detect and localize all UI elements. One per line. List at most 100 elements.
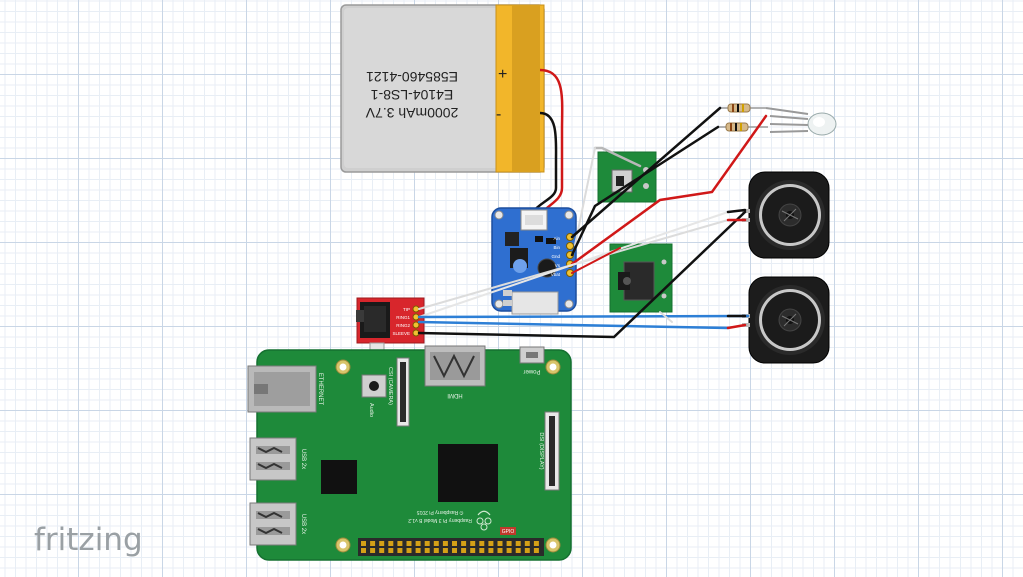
copyright-label: © Raspberry Pi 2015 (417, 509, 464, 516)
black-wire-sleeve (417, 210, 747, 339)
white-wire-switch-top (593, 146, 642, 168)
rgb-led (765, 107, 837, 136)
jack-pin-label: RING2 (396, 323, 410, 328)
jack-pin-label: SLEEVE (392, 331, 410, 336)
white-wire-ring1 (418, 211, 729, 318)
fritzing-watermark: fritzing (34, 522, 143, 558)
gpio-pin[interactable] (433, 541, 439, 546)
gpio-pin[interactable] (479, 548, 485, 553)
camera-label: CSI (CAMERA) (387, 367, 393, 405)
gpio-header[interactable] (358, 538, 544, 556)
blue-wire-1 (417, 314, 750, 319)
gpio-pin[interactable] (388, 541, 394, 546)
audio-jack-breakout: TIP RING1 RING2 SLEEVE (356, 297, 425, 344)
charger-pin-label: Ain (553, 236, 560, 241)
usb-port-2[interactable] (249, 502, 297, 546)
gpio-pin[interactable] (515, 548, 521, 553)
charger-pin-label: Gnd (551, 254, 560, 259)
soc-chip (438, 444, 498, 502)
gpio-pin[interactable] (442, 541, 448, 546)
gpio-pin[interactable] (424, 548, 430, 553)
charger-pin-label: Bin (553, 245, 560, 250)
gpio-pin[interactable] (433, 548, 439, 553)
blue-wire-2 (417, 320, 730, 330)
gpio-pin[interactable] (506, 548, 512, 553)
battery-red-lead (539, 68, 564, 213)
gpio-pin[interactable] (470, 548, 476, 553)
model-label: Raspberry Pi 3 Model B v1.2 (408, 517, 472, 523)
speaker-top (742, 171, 830, 259)
gpio-pin[interactable] (397, 541, 403, 546)
ethernet-label: ETHERNET (317, 373, 323, 406)
gpio-pin[interactable] (497, 541, 503, 546)
gpio-pin[interactable] (379, 548, 385, 553)
power-port[interactable] (519, 346, 545, 364)
display-label: DSI (DISPLAY) (538, 432, 544, 469)
audio-port[interactable] (361, 374, 387, 398)
gpio-pin[interactable] (406, 541, 412, 546)
gpio-pin[interactable] (461, 541, 467, 546)
gpio-pin[interactable] (370, 541, 376, 546)
usb-port-1[interactable] (249, 437, 297, 481)
gpio-pin[interactable] (379, 541, 385, 546)
gpio-pin[interactable] (397, 548, 403, 553)
ethernet-port[interactable] (247, 365, 317, 413)
white-wire-jack-board (659, 311, 673, 323)
gpio-pin[interactable] (415, 541, 421, 546)
gpio-pin[interactable] (533, 541, 539, 546)
gpio-pin[interactable] (452, 548, 457, 553)
jack-pin-label: TIP (403, 307, 410, 312)
gpio-pin[interactable] (524, 541, 530, 546)
raspberry-pi-board: ETHERNET USB 2x USB 2x Audio (247, 345, 572, 561)
slide-switch-board[interactable] (597, 151, 657, 203)
power-label: Power (523, 368, 540, 374)
battery-plus-label: + (498, 66, 507, 83)
gpio-pin[interactable] (479, 541, 485, 546)
gpio-pin[interactable] (497, 548, 503, 553)
gpio-pin[interactable] (470, 541, 476, 546)
gpio-pin[interactable] (488, 541, 494, 546)
gpio-pin[interactable] (361, 541, 366, 546)
gpio-pin[interactable] (452, 541, 457, 546)
gpio-pin[interactable] (370, 548, 376, 553)
usb-label-1: USB 2x (300, 449, 306, 469)
charger-pin-label: Vbat (551, 272, 561, 277)
lipo-battery[interactable]: + - 2000mAh 3.7V E4104-LS8-1 E585460-412… (340, 4, 545, 173)
charger-pin-label: Vs (555, 263, 561, 268)
speaker-top-lead-black (726, 208, 747, 214)
gpio-pin[interactable] (388, 548, 394, 553)
battery-minus-label: - (496, 106, 501, 123)
jack-pin-label: RING1 (396, 315, 410, 320)
red-wire-led (570, 114, 768, 266)
battery-capacity-label: 2000mAh 3.7V (365, 105, 458, 121)
gpio-pin[interactable] (424, 541, 430, 546)
gpio-pin[interactable] (415, 548, 421, 553)
white-wire-switch-charger (574, 147, 596, 246)
gpio-pin[interactable] (488, 548, 494, 553)
hdmi-port[interactable] (424, 345, 486, 387)
gpio-label: GPIO (502, 529, 515, 535)
usb-lan-chip (321, 460, 357, 494)
csi-camera-connector[interactable] (396, 357, 410, 427)
gpio-pin[interactable] (533, 548, 539, 553)
hdmi-label: HDMI (447, 392, 463, 398)
gpio-pin[interactable] (406, 548, 412, 553)
jack-pin-ring2[interactable] (412, 321, 420, 329)
pin-bin[interactable] (566, 242, 574, 250)
battery-model-line-2: E585460-4121 (366, 69, 458, 85)
gpio-pin[interactable] (361, 548, 366, 553)
audio-label: Audio (368, 403, 374, 417)
usb-label-2: USB 2x (300, 514, 306, 534)
gpio-pin[interactable] (515, 541, 521, 546)
gpio-pin[interactable] (506, 541, 512, 546)
headphone-jack-board[interactable] (609, 243, 673, 313)
gpio-pin[interactable] (442, 548, 448, 553)
gpio-pin[interactable] (524, 548, 530, 553)
dsi-display-connector[interactable] (544, 411, 560, 491)
charger-amplifier-board: Ain Bin Gnd Vs Vbat (491, 207, 577, 315)
red-wire-jack-board (571, 247, 621, 274)
speaker-bottom (742, 276, 830, 364)
gpio-pin[interactable] (461, 548, 467, 553)
wires (417, 106, 768, 339)
